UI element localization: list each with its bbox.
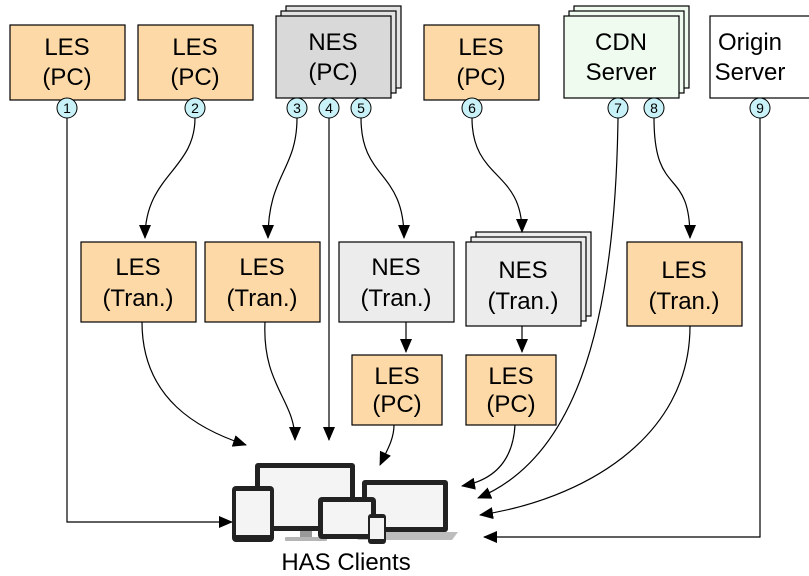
les-pc-box-1: LES (PC) [9,24,126,101]
svg-text:9: 9 [756,100,764,116]
svg-text:1: 1 [63,100,71,116]
origin-server-box: Origin Server [709,15,809,99]
les-pc-1-line1: LES [44,34,89,61]
les-pc-box-6: LES (PC) [423,24,540,101]
path-tran-b-to-clients [264,321,301,441]
nes-pc-stack: NES (PC) [275,5,402,99]
les-pc-lower-a-line1: LES [374,363,419,390]
origin-server-line1: Origin [718,29,782,56]
badge-8: 8 [643,97,665,119]
les-pc-2-line1: LES [172,34,217,61]
les-pc-lower-b-line1: LES [488,363,533,390]
les-pc-lower-box-a: LES (PC) [351,354,443,426]
badge-5: 5 [350,97,372,119]
svg-text:5: 5 [357,100,365,116]
path-tran-a-to-clients [141,321,247,447]
nes-tran-b-line1: NES [498,257,547,284]
badge-9: 9 [749,97,771,119]
devices-icon [232,463,458,544]
path-1-to-clients [66,118,233,528]
badge-3: 3 [286,97,308,119]
les-pc-6-line2: (PC) [456,64,505,91]
les-pc-lower-b-line2: (PC) [486,391,535,418]
nes-pc-line1: NES [308,29,357,56]
path-tran-c-to-clients [479,325,691,519]
les-pc-lower-box-b: LES (PC) [465,354,557,426]
les-tran-b-line2: (Tran.) [226,285,297,312]
badge-6: 6 [461,97,483,119]
path-2-to-tran-a [139,117,196,239]
origin-server-line2: Server [715,59,786,86]
svg-text:7: 7 [614,100,622,116]
nes-tran-a-line1: NES [371,254,420,281]
badge-7: 7 [607,97,629,119]
path-5-to-nes-tran-a [360,117,410,239]
les-tran-box-c: LES (Tran.) [626,241,743,327]
path-8-to-tran-c [653,117,696,239]
svg-text:3: 3 [293,100,301,116]
nes-tran-a-line2: (Tran.) [360,285,431,312]
nes-tran-box-a: NES (Tran.) [338,241,455,323]
badge-2: 2 [184,97,206,119]
has-clients-label: HAS Clients [281,549,410,576]
path-3-to-tran-b [262,117,298,239]
nes-tran-b-line2: (Tran.) [487,288,558,315]
badge-1: 1 [56,97,78,119]
svg-text:4: 4 [325,100,333,116]
les-tran-c-line1: LES [661,257,706,284]
les-tran-a-line1: LES [115,254,160,281]
cdn-server-stack: CDN Server [563,5,690,99]
path-9-to-clients [483,118,761,543]
les-tran-a-line2: (Tran.) [102,285,173,312]
svg-text:8: 8 [650,100,658,116]
path-6-to-nes-tran-b [471,117,528,233]
les-tran-box-b: LES (Tran.) [204,241,321,323]
les-pc-1-line2: (PC) [42,64,91,91]
svg-text:2: 2 [191,100,199,116]
les-tran-b-line1: LES [239,254,284,281]
path-les-pc-a-to-clients [379,424,395,466]
les-tran-box-a: LES (Tran.) [80,241,197,323]
nes-pc-line2: (PC) [308,59,357,86]
les-pc-2-line2: (PC) [170,64,219,91]
svg-text:6: 6 [468,100,476,116]
les-tran-c-line2: (Tran.) [648,288,719,315]
path-les-pc-b-to-clients [461,424,516,490]
cdn-server-line1: CDN [595,29,647,56]
path-7-to-clients [477,117,619,499]
les-pc-box-2: LES (PC) [137,24,254,101]
les-pc-6-line1: LES [458,34,503,61]
nes-tran-stack-b: NES (Tran.) [465,231,592,327]
les-pc-lower-a-line2: (PC) [372,391,421,418]
cdn-server-line2: Server [586,59,657,86]
badge-4: 4 [318,97,340,119]
